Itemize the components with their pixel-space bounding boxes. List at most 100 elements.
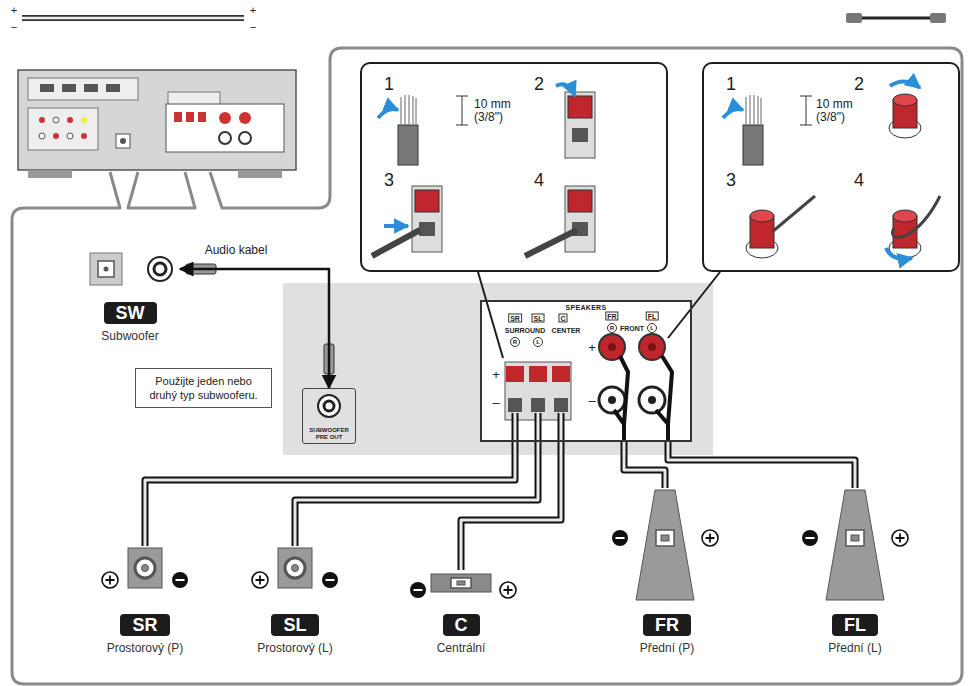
speaker-cable — [624, 442, 665, 488]
channel-badge: SR — [120, 614, 169, 636]
speaker: SR Prostorový (P) — [95, 546, 195, 656]
spring-terminal-steps — [372, 230, 420, 256]
speaker-icons — [142, 565, 149, 572]
terminal-label: FRONT — [620, 325, 644, 332]
receiver-rear — [28, 108, 98, 150]
speaker: FLPřední (L) — [800, 488, 910, 656]
audio-cable-icon — [930, 13, 946, 23]
subwoofer-jack — [318, 395, 340, 417]
spring-terminals — [531, 398, 545, 412]
speaker-cable-icon — [22, 17, 244, 20]
terminal-label: L — [647, 323, 657, 333]
receiver-rear — [28, 78, 138, 100]
cable-core — [295, 442, 538, 546]
spring-terminals — [505, 362, 571, 420]
strip-wire-step — [398, 125, 418, 165]
terminal-label: SR — [508, 314, 522, 323]
polarity-symbols — [892, 530, 908, 546]
spring-terminal-steps — [384, 224, 408, 228]
speaker-icons — [656, 530, 674, 546]
channel-name: Prostorový (P) — [107, 641, 184, 656]
binding-post-steps — [893, 94, 917, 106]
note-box: Použijte jeden nebo druhý typ subwooferu… — [135, 368, 272, 408]
receiver-rear — [18, 70, 296, 178]
receiver-rear — [40, 84, 54, 92]
spring-terminals — [508, 398, 522, 412]
receiver-rear — [81, 133, 87, 139]
channel-name: Přední (P) — [640, 641, 695, 656]
cable-ends — [614, 356, 672, 442]
polarity-symbols — [612, 530, 628, 546]
receiver-rear — [81, 117, 87, 123]
speaker-icons — [278, 548, 312, 588]
connector-group — [668, 442, 855, 488]
connector-group — [295, 442, 538, 546]
spring-terminal-steps — [568, 96, 592, 118]
polarity-symbols — [802, 530, 818, 546]
callout-pointers — [668, 272, 720, 338]
binding-posts — [639, 334, 665, 360]
receiver-rear — [84, 84, 98, 92]
cable-ends — [515, 413, 561, 442]
speaker-icons — [431, 574, 491, 592]
polarity-symbols — [252, 572, 268, 588]
strip-wire-step — [746, 95, 761, 125]
polarity-symbols — [102, 572, 118, 588]
spring-terminal-steps — [412, 186, 442, 252]
subwoofer-icon — [98, 261, 114, 277]
binding-posts — [608, 396, 616, 404]
channel-name: Prostorový (L) — [257, 641, 332, 656]
audio-cable-icon — [846, 13, 862, 23]
cable-ends — [515, 356, 672, 442]
receiver-rear — [67, 117, 73, 123]
callout-number: 3 — [384, 170, 394, 190]
receiver-rear — [239, 132, 251, 144]
receiver-rear — [39, 133, 45, 139]
binding-posts — [599, 387, 625, 413]
node-text: Použijte jeden nebo druhý typ subwooferu… — [142, 374, 265, 402]
spring-terminal-steps — [556, 84, 575, 96]
binding-post-steps — [750, 210, 774, 222]
dimension: 10 mm (3/8") — [474, 98, 518, 124]
terminal-label: SURROUND — [505, 327, 545, 334]
channel-name: Přední (L) — [828, 641, 881, 656]
spring-terminal-steps — [415, 190, 439, 212]
receiver-rear — [198, 112, 206, 122]
dimension: 10 mm (3/8") — [816, 98, 860, 124]
receiver-rear — [186, 112, 194, 122]
channel-name: Centrální — [437, 641, 486, 656]
callout-box: 110 mm (3/8")234 — [702, 62, 960, 272]
callout-number: 4 — [854, 170, 864, 190]
callout-ground — [360, 62, 668, 272]
node-text: SUBWOOFER PRE OUT — [304, 427, 354, 441]
binding-posts — [608, 343, 616, 351]
speaker-icons — [457, 581, 465, 585]
speaker-icons — [846, 530, 864, 546]
binding-post-steps — [772, 196, 815, 232]
terminal-label: FL — [646, 312, 659, 321]
polarity-sign: − — [11, 22, 17, 33]
detail-frame — [128, 172, 195, 208]
channel-badge: C — [443, 614, 480, 636]
spring-terminal-steps — [568, 190, 592, 212]
spring-terminals — [505, 362, 571, 420]
speaker: FR Přední (P) — [612, 488, 722, 656]
channel-badge: FR — [643, 614, 691, 636]
spring-terminal-steps — [372, 84, 595, 256]
terminal-panel — [480, 300, 692, 442]
polarity-sign: + — [11, 5, 17, 16]
binding-posts — [639, 387, 665, 413]
channel-name: Subwoofer — [101, 329, 158, 344]
polarity-sign: – — [492, 396, 499, 409]
spring-terminals — [529, 366, 547, 382]
connector-group — [624, 442, 665, 488]
spring-terminal-steps — [525, 230, 577, 256]
polarity-sign: – — [588, 394, 595, 407]
receiver-rear — [219, 132, 231, 144]
callout-number: 2 — [854, 74, 864, 94]
terminal-label: R — [607, 323, 617, 333]
callout-number: 3 — [726, 170, 736, 190]
speaker-cable-icon — [22, 15, 244, 21]
spring-terminal-steps — [419, 222, 435, 236]
binding-post-steps — [893, 210, 917, 222]
